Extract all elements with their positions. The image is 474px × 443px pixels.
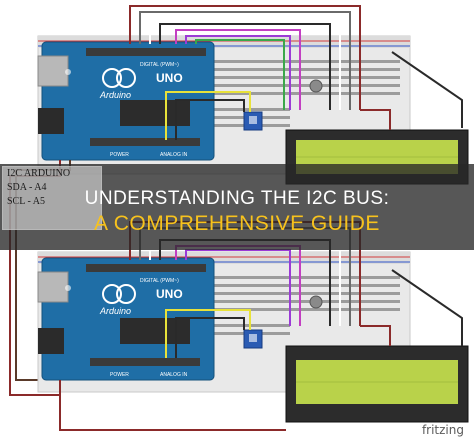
- pin-note-line: SCL - A5: [7, 196, 45, 207]
- bottom-board-power-label: POWER: [110, 372, 129, 378]
- bottom-board-brand: Arduino: [99, 306, 131, 316]
- fritzing-watermark: fritzing: [421, 423, 464, 437]
- bottom-lcd-display: [285, 345, 469, 423]
- caption-title-line2: A COMPREHENSIVE GUIDE: [94, 212, 380, 235]
- top-board-brand: Arduino: [99, 90, 131, 100]
- pin-note-line: SDA - A4: [7, 182, 47, 193]
- bottom-board-model: UNO: [156, 287, 183, 301]
- bottom-arduino-board: UNO Arduino DIGITAL (PWM~) ANALOG IN POW…: [37, 257, 215, 381]
- caption-title-line1: UNDERSTANDING THE I2C BUS:: [84, 188, 390, 209]
- pin-note: I2C ARDUINO SDA - A4 SCL - A5: [2, 166, 102, 230]
- bottom-assembly: UNO Arduino DIGITAL (PWM~) ANALOG IN POW…: [37, 221, 469, 431]
- top-arduino-board: UNO Arduino DIGITAL (PWM~) ANALOG IN POW…: [37, 41, 215, 161]
- top-assembly: UNO Arduino DIGITAL (PWM~) ANALOG IN POW…: [9, 5, 469, 396]
- top-board-analog-label: ANALOG IN: [160, 152, 188, 158]
- top-potentiometer: [309, 79, 323, 93]
- pin-note-line: I2C ARDUINO: [7, 168, 71, 179]
- top-board-digital-label: DIGITAL (PWM~): [140, 62, 179, 68]
- top-board-model: UNO: [156, 71, 183, 85]
- bottom-board-digital-label: DIGITAL (PWM~): [140, 278, 179, 284]
- bottom-potentiometer: [309, 295, 323, 309]
- bottom-board-analog-label: ANALOG IN: [160, 372, 188, 378]
- top-board-power-label: POWER: [110, 152, 129, 158]
